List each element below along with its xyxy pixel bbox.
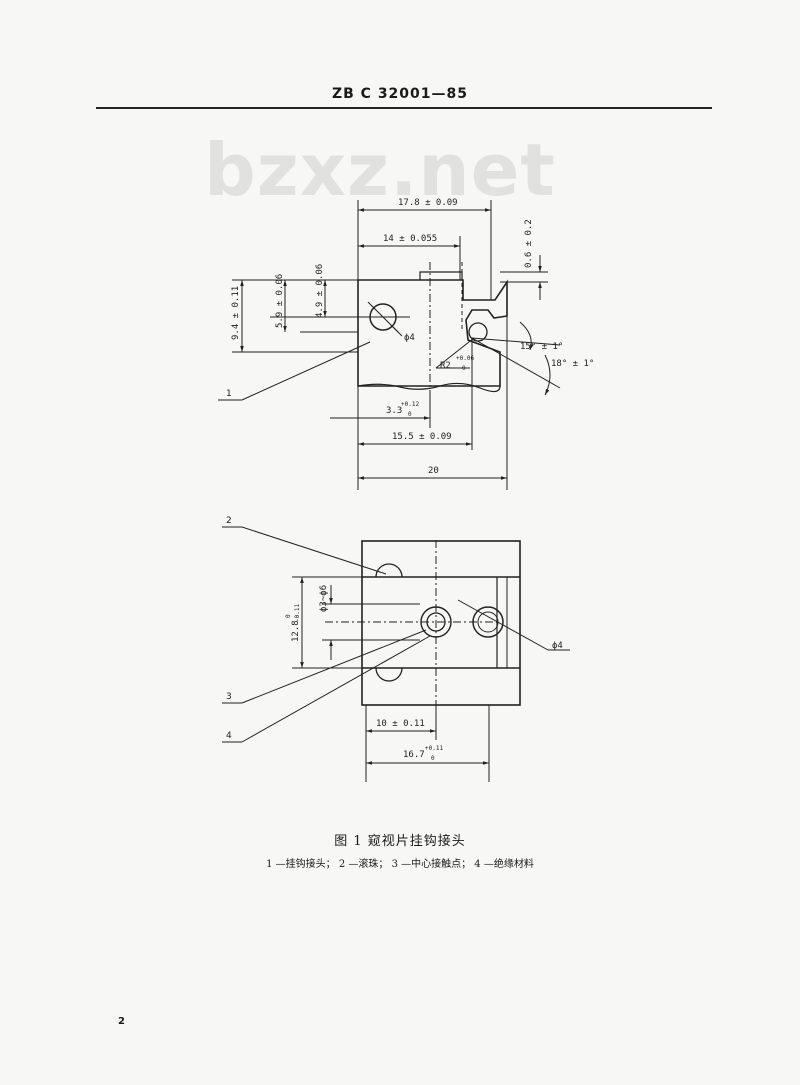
bottom-view <box>222 526 570 782</box>
dim-9-4: 9.4 ± 0.11 <box>231 286 241 340</box>
watermark: bzxz.net <box>204 128 556 212</box>
dim-12-8: 12.8 <box>291 620 301 642</box>
dim-16-7: 16.7 <box>403 750 425 760</box>
callout-4: 4 <box>226 731 232 741</box>
hook-body-outline <box>357 279 508 387</box>
dim-15-5: 15.5 ± 0.09 <box>392 432 452 442</box>
dim-r2: R2 <box>440 361 451 371</box>
angle-15: 15° ± 1° <box>520 342 563 352</box>
dim-3-3-upper-tol: +0.12 <box>401 401 419 408</box>
dim-r2-lower-tol: 0 <box>462 365 466 372</box>
dim-17-8: 17.8 ± 0.09 <box>398 198 458 208</box>
dim-0-6: 0.6 ± 0.2 <box>524 219 534 268</box>
dim-12-8-lower-tol: -0.11 <box>294 604 301 622</box>
callout-3: 3 <box>226 692 232 702</box>
dim-16-7-upper-tol: +0.11 <box>425 745 443 752</box>
header-rule <box>96 107 712 109</box>
dim-r2-upper-tol: +0.06 <box>456 355 474 362</box>
break-line <box>357 382 501 393</box>
dim-phi4-bottom: ϕ4 <box>552 641 563 651</box>
figure-legend: 1 —挂钩接头； 2 —滚珠； 3 —中心接触点； 4 —绝缘材料 <box>266 859 534 870</box>
figure-caption: 图 1 窥视片挂钩接头 <box>334 834 466 849</box>
dim-3-3: 3.3 <box>386 406 402 416</box>
block-outline <box>361 540 521 706</box>
top-view <box>218 200 561 490</box>
page-number: 2 <box>118 1016 125 1027</box>
dim-phi4-top: ϕ4 <box>404 333 415 343</box>
dim-phi3-phi6: ϕ3~ϕ6 <box>319 585 329 612</box>
dim-16-7-lower-tol: 0 <box>431 755 435 762</box>
callout-1: 1 <box>226 389 232 399</box>
dim-3-3-lower-tol: 0 <box>408 411 412 418</box>
ball-bottom <box>375 667 403 682</box>
dim-10: 10 ± 0.11 <box>376 719 425 729</box>
dim-14: 14 ± 0.055 <box>383 234 437 244</box>
dim-5-9: 5.9 ± 0.06 <box>275 274 285 328</box>
callout-2: 2 <box>226 516 232 526</box>
page-header: ZB C 32001—85 <box>331 86 469 102</box>
dim-20: 20 <box>428 466 439 476</box>
ball-top <box>375 563 403 578</box>
dim-12-8-upper-tol: 0 <box>285 614 292 618</box>
dim-4-9: 4.9 ± 0.06 <box>315 264 325 318</box>
angle-18: 18° ± 1° <box>551 359 594 369</box>
top-tab <box>419 271 463 280</box>
